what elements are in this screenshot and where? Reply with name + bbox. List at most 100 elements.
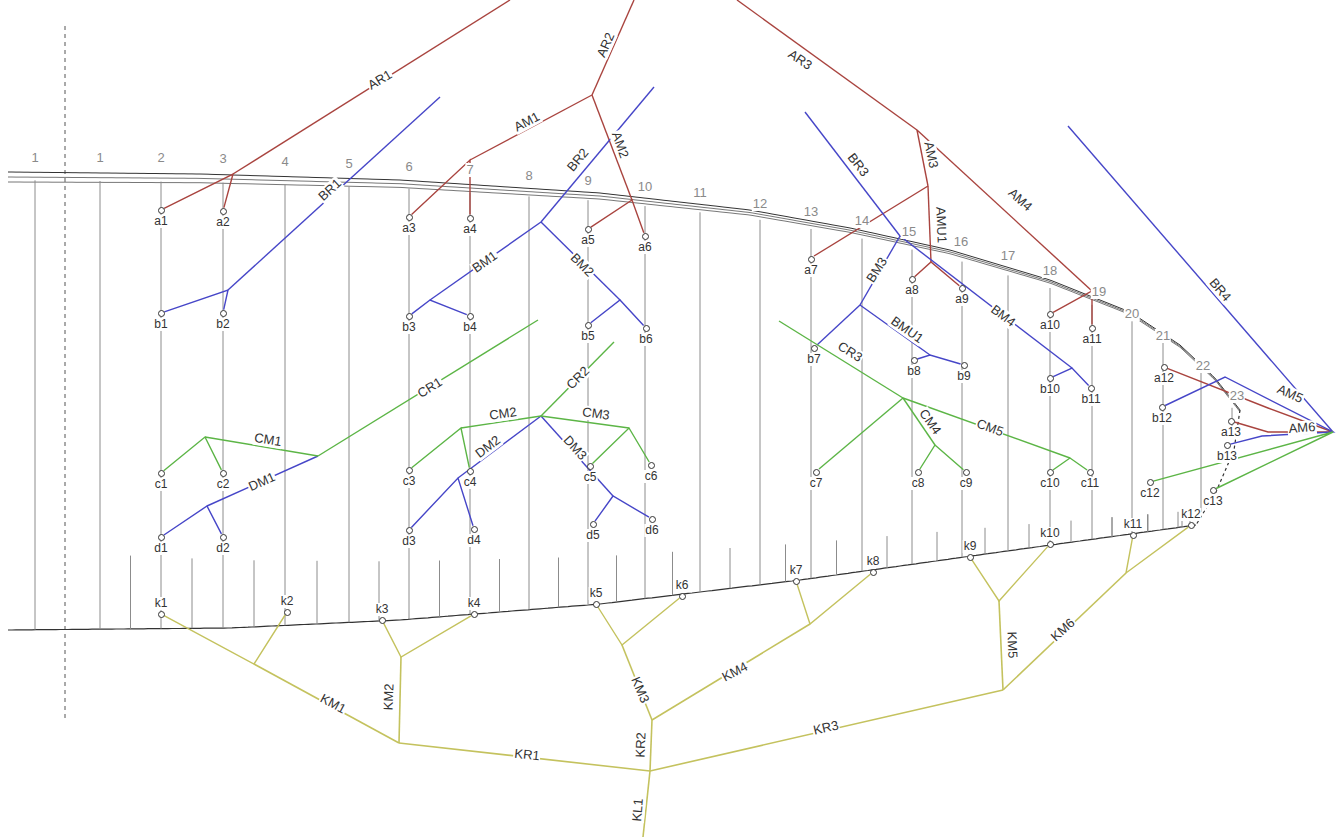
station-point: a10 [1047, 311, 1054, 318]
station-point: a12 [1161, 364, 1168, 371]
point-label: c13 [1202, 495, 1223, 508]
branch-label: DM1 [246, 470, 279, 495]
station-point: c7 [813, 469, 820, 476]
station-number: 4 [280, 155, 289, 169]
branch-connector [412, 428, 470, 468]
station-point: d4 [471, 526, 478, 533]
station-point: a5 [585, 226, 592, 233]
station-point: k7 [793, 578, 800, 585]
station-line [470, 193, 471, 615]
station-number: 12 [752, 197, 768, 211]
station-line [962, 262, 963, 558]
station-point: k11 [1130, 532, 1137, 539]
branch-connector [593, 428, 650, 464]
branch-label: CR2 [563, 363, 593, 393]
frame-tick [1178, 512, 1179, 528]
branch-connector [1053, 458, 1087, 470]
station-point: c6 [648, 462, 655, 469]
branch-connector [164, 174, 233, 208]
branch-connector [412, 160, 470, 215]
point-label: k11 [1123, 518, 1143, 531]
point-label: b2 [215, 318, 230, 331]
branch-connector [164, 506, 222, 535]
station-point: d3 [406, 527, 413, 534]
branch-label: AMU1 [933, 206, 948, 245]
point-label: b11 [1080, 393, 1101, 406]
branch-label: BR1 [315, 176, 345, 205]
point-label: c2 [216, 478, 231, 491]
station-number: 2 [156, 151, 165, 165]
point-label: k1 [154, 597, 169, 610]
frame-tick [1071, 521, 1072, 543]
point-label: c10 [1039, 477, 1060, 490]
branch-connector [164, 437, 222, 471]
deck-line [8, 177, 1240, 411]
point-label: a5 [580, 234, 595, 247]
station-point: c12 [1147, 479, 1154, 486]
frame-tick [1148, 514, 1149, 531]
point-label: a6 [637, 241, 652, 254]
branch-label: BR4 [1206, 275, 1234, 305]
branch-label: CM1 [252, 431, 283, 449]
branch-label: CR1 [414, 375, 445, 402]
branch-label: CM4 [916, 406, 944, 438]
frame-tick [499, 559, 500, 612]
point-label: b1 [153, 318, 168, 331]
frame-tick [1112, 517, 1113, 536]
station-point: a1 [158, 207, 165, 214]
point-label: a7 [803, 264, 818, 277]
station-point: b5 [585, 322, 592, 329]
station-line [285, 185, 286, 626]
branch-connector [412, 300, 467, 315]
deck-line [8, 182, 1240, 412]
branch-connector [1126, 527, 1188, 573]
station-point: b13 [1224, 442, 1231, 449]
frame-tick [887, 536, 888, 568]
point-label: a9 [954, 293, 969, 306]
frame-tick [317, 561, 318, 624]
station-point: k5 [593, 601, 600, 608]
point-label: c6 [644, 470, 659, 483]
frame-tick [1029, 524, 1030, 548]
point-label: c3 [402, 475, 417, 488]
station-line [912, 250, 913, 565]
station-point: b10 [1047, 375, 1054, 382]
station-number: 9 [583, 174, 592, 188]
branch-label: CR3 [834, 339, 865, 366]
branch-connector [915, 262, 960, 286]
frame-tick [1112, 517, 1113, 536]
point-label: a11 [1081, 333, 1102, 346]
station-point: c11 [1087, 469, 1094, 476]
station-point: c3 [406, 467, 413, 474]
station-number: 23 [1229, 389, 1245, 403]
station-number: 16 [953, 235, 969, 249]
branch-label: AM5 [1274, 382, 1306, 406]
point-label: k6 [675, 579, 690, 592]
station-line [100, 181, 101, 629]
point-label: k5 [589, 587, 604, 600]
station-line [1201, 373, 1202, 512]
branch-label: BM2 [567, 250, 597, 280]
station-point: b11 [1088, 385, 1095, 392]
branch-label: AM4 [1005, 185, 1036, 215]
point-label: a2 [215, 216, 230, 229]
point-label: a8 [904, 284, 919, 297]
frame-tick [616, 555, 617, 602]
point-label: b4 [462, 321, 477, 334]
station-line [760, 220, 761, 585]
station-point: k12 [1188, 522, 1195, 529]
branch-label: KM5 [1005, 630, 1020, 659]
frame-tick [785, 544, 786, 581]
station-point: a6 [642, 233, 649, 240]
station-number: 6 [404, 160, 413, 174]
station-point: a2 [220, 208, 227, 215]
branch-label: AM3 [921, 139, 941, 170]
branch-connector [164, 290, 228, 312]
station-point: b8 [911, 357, 918, 364]
branch-label: BR3 [844, 150, 872, 180]
point-label: a1 [153, 215, 168, 228]
station-line [645, 206, 646, 598]
